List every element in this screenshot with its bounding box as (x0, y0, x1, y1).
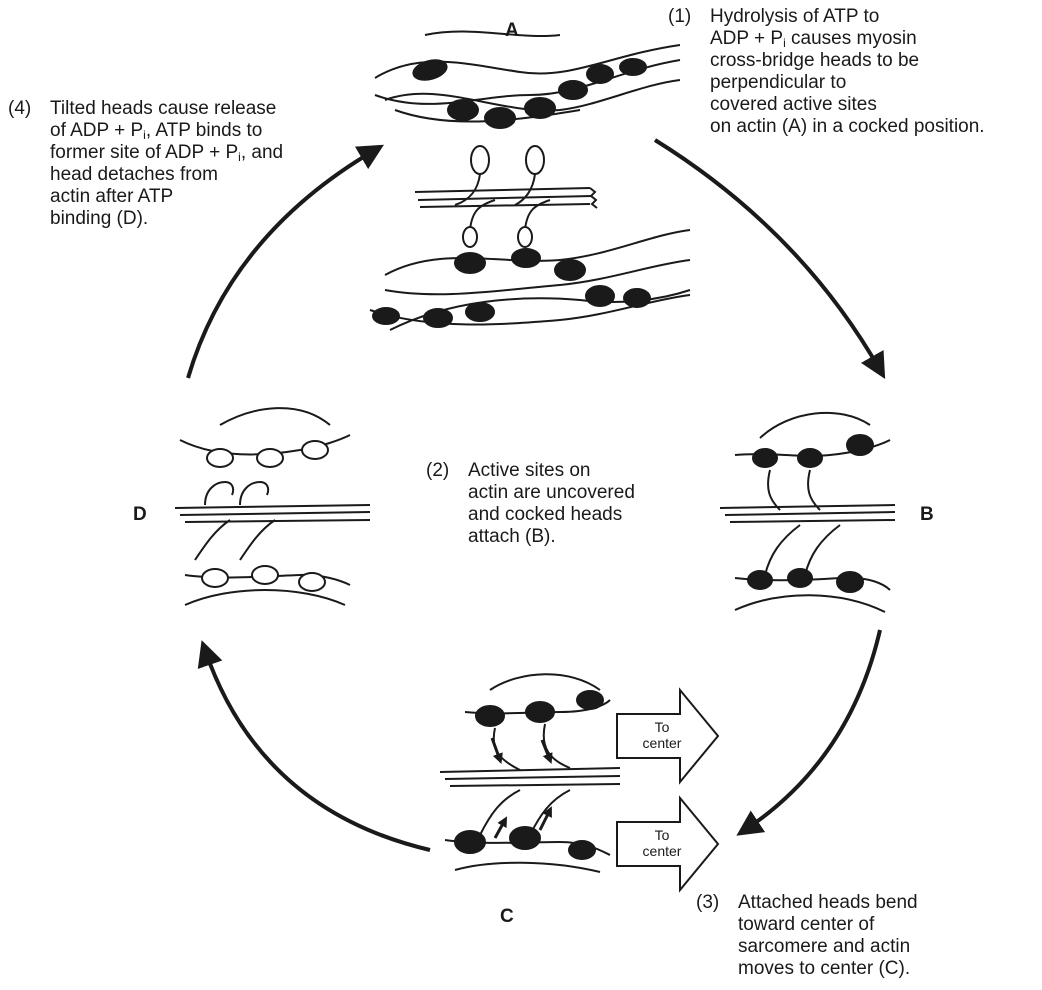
to-center-label-lower: To center (642, 827, 682, 859)
panel-a-illustration (369, 30, 691, 331)
panel-label-c: C (500, 906, 514, 927)
step-1-caption: (1) Hydrolysis of ATP to ADP + Pi causes… (668, 6, 985, 137)
panel-label-b: B (920, 504, 934, 525)
step-1-number: (1) (668, 6, 692, 27)
cycle-arrows (186, 138, 886, 852)
panel-d-illustration (174, 407, 371, 606)
step-3-caption: (3) Attached heads bend toward center of… (696, 892, 918, 979)
arrow-c-to-d (197, 640, 431, 852)
step-3-number: (3) (696, 892, 720, 913)
step-4-caption: (4) Tilted heads cause release of ADP + … (8, 98, 284, 229)
to-center-label-upper: To center (642, 719, 682, 751)
to-center-arrow-lower (616, 795, 720, 893)
arrow-b-to-c (736, 629, 882, 836)
panel-label-a: A (505, 20, 519, 41)
step-4-number: (4) (8, 98, 32, 119)
panel-b-illustration (719, 411, 896, 613)
panel-c-illustration (439, 673, 621, 873)
step-2-caption: (2) Active sites on actin are uncovered … (426, 460, 635, 547)
step-2-number: (2) (426, 460, 450, 481)
arrow-a-to-b (653, 138, 886, 380)
panel-label-d: D (133, 504, 147, 525)
to-center-arrows (616, 687, 720, 893)
arrow-d-to-a (186, 144, 384, 379)
to-center-arrow-upper (616, 687, 720, 785)
